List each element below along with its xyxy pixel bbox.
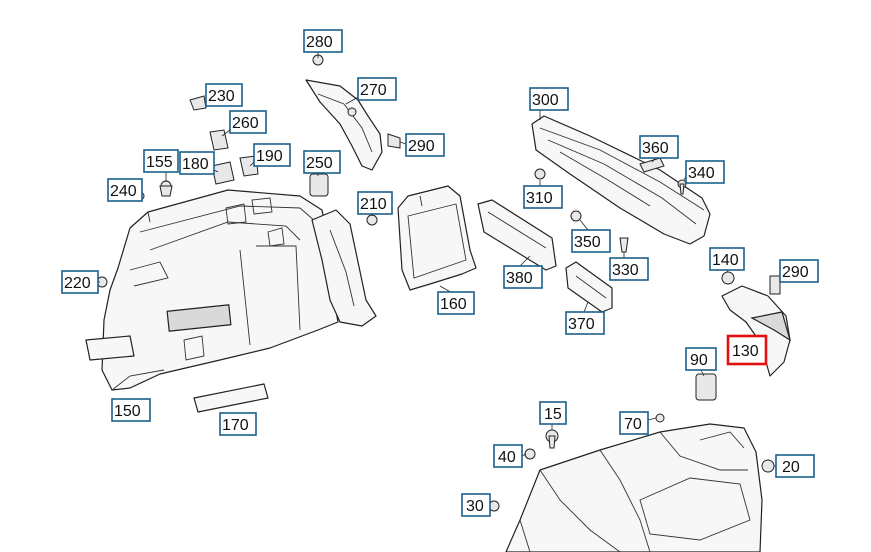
svg-text:340: 340 [688, 165, 715, 182]
callout-30[interactable]: 30 [461, 493, 491, 517]
callout-260[interactable]: 260 [229, 110, 267, 134]
callout-155[interactable]: 155 [143, 149, 179, 173]
callout-370[interactable]: 370 [565, 311, 605, 335]
callout-160[interactable]: 160 [437, 291, 475, 315]
callout-210[interactable]: 210 [357, 191, 393, 215]
svg-text:380: 380 [506, 270, 533, 287]
svg-text:290: 290 [408, 138, 435, 155]
svg-text:370: 370 [568, 316, 595, 333]
svg-text:15: 15 [544, 406, 562, 423]
side-trim-panel-150 [85, 189, 339, 391]
callout-15[interactable]: 15 [539, 401, 567, 425]
upper-trim-270 [305, 79, 383, 171]
svg-text:220: 220 [64, 275, 91, 292]
svg-text:180: 180 [182, 156, 209, 173]
callout-150[interactable]: 150 [111, 398, 151, 422]
pillar-trim [311, 209, 377, 327]
callout-220[interactable]: 220 [61, 270, 99, 294]
callout-240[interactable]: 240 [107, 178, 143, 202]
callout-140[interactable]: 140 [709, 247, 745, 271]
svg-text:240: 240 [110, 183, 137, 200]
svg-text:270: 270 [360, 82, 387, 99]
svg-text:160: 160 [440, 296, 467, 313]
svg-text:90: 90 [690, 352, 708, 369]
callout-330[interactable]: 330 [609, 257, 649, 281]
svg-text:40: 40 [498, 449, 516, 466]
callout-40[interactable]: 40 [493, 444, 523, 468]
callout-300[interactable]: 300 [529, 87, 569, 111]
svg-text:300: 300 [532, 92, 559, 109]
svg-text:210: 210 [360, 196, 387, 213]
svg-text:30: 30 [466, 498, 484, 515]
svg-text:230: 230 [208, 88, 235, 105]
callout-170[interactable]: 170 [219, 412, 257, 436]
callout-250[interactable]: 250 [303, 150, 341, 174]
svg-text:70: 70 [624, 416, 642, 433]
svg-text:350: 350 [574, 234, 601, 251]
svg-text:20: 20 [782, 459, 800, 476]
bracket-380 [477, 199, 557, 271]
svg-text:140: 140 [712, 252, 739, 269]
callout-340[interactable]: 340 [685, 160, 725, 184]
svg-text:170: 170 [222, 417, 249, 434]
callout-280[interactable]: 280 [303, 29, 343, 53]
svg-text:130: 130 [732, 343, 759, 360]
callout-90[interactable]: 90 [685, 347, 717, 371]
callout-270[interactable]: 270 [357, 77, 397, 101]
callout-190[interactable]: 190 [253, 143, 291, 167]
svg-text:330: 330 [612, 262, 639, 279]
callout-380[interactable]: 380 [503, 265, 543, 289]
svg-text:260: 260 [232, 115, 259, 132]
corner-trim-130 [721, 285, 792, 377]
svg-text:190: 190 [256, 148, 283, 165]
strip-170 [193, 383, 269, 413]
callout-310[interactable]: 310 [523, 185, 563, 209]
callout-180[interactable]: 180 [179, 151, 215, 175]
bracket-370 [565, 261, 613, 313]
callout-70[interactable]: 70 [619, 411, 649, 435]
callout-290-upper[interactable]: 290 [405, 133, 445, 157]
svg-text:250: 250 [306, 155, 333, 172]
callout-230[interactable]: 230 [205, 83, 243, 107]
callouts: 280 270 230 260 290 155 180 190 250 240 … [61, 29, 819, 517]
callout-360[interactable]: 360 [639, 135, 679, 159]
callout-290-right[interactable]: 290 [779, 259, 819, 283]
trunk-floor-assembly [505, 423, 763, 552]
callout-20[interactable]: 20 [775, 454, 815, 478]
svg-text:280: 280 [306, 34, 333, 51]
svg-text:310: 310 [526, 190, 553, 207]
svg-text:290: 290 [782, 264, 809, 281]
svg-text:155: 155 [146, 154, 173, 171]
callout-350[interactable]: 350 [571, 229, 611, 253]
svg-text:150: 150 [114, 403, 141, 420]
upright-panel-160 [397, 185, 477, 291]
callout-130[interactable]: 130 [726, 334, 768, 366]
sill-plate-300 [531, 115, 711, 245]
svg-text:360: 360 [642, 140, 669, 157]
